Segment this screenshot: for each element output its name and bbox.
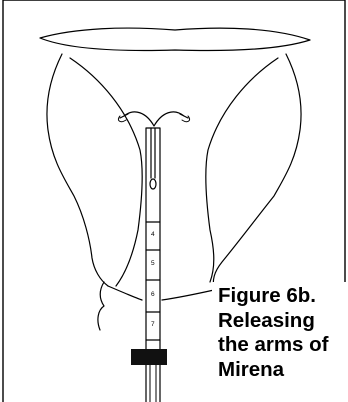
iud-reservoir bbox=[150, 179, 156, 189]
figure-caption: Figure 6b. Releasing the arms of Mirena bbox=[212, 282, 346, 382]
scale-mark-5: 5 bbox=[151, 260, 155, 267]
uterus-right-inner bbox=[206, 58, 278, 282]
uterus-left-wall bbox=[47, 54, 108, 286]
caption-line-3: the arms of bbox=[218, 333, 346, 358]
scale-mark-4: 4 bbox=[151, 231, 155, 238]
uterus-left-inner bbox=[70, 58, 142, 286]
caption-line-2: Releasing bbox=[218, 309, 346, 334]
caption-line-1: Figure 6b. bbox=[218, 284, 346, 309]
cervix bbox=[98, 282, 230, 332]
iud-arm-ends bbox=[118, 116, 189, 122]
iud-stem bbox=[151, 128, 155, 178]
scale-mark-6: 6 bbox=[151, 291, 155, 298]
uterus-right-wall bbox=[213, 54, 301, 290]
scale-mark-7: 7 bbox=[151, 321, 155, 328]
caption-line-4: Mirena bbox=[218, 358, 346, 383]
inserter-rod bbox=[150, 365, 156, 402]
uterus-fundus bbox=[40, 28, 310, 50]
iud-arms bbox=[120, 112, 188, 126]
inserter-flange bbox=[131, 349, 167, 365]
